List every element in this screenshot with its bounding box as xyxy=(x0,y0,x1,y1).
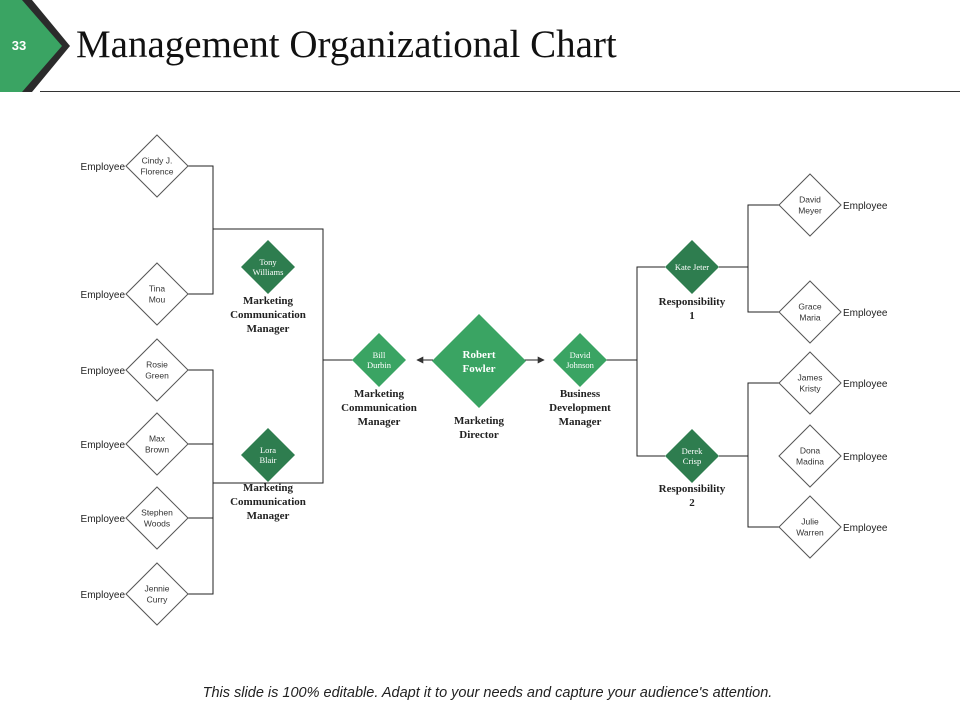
employee-node[interactable] xyxy=(125,262,189,326)
footer-note: This slide is 100% editable. Adapt it to… xyxy=(202,685,773,701)
employee-label: Employee xyxy=(843,452,888,463)
employee-node[interactable] xyxy=(778,495,842,559)
sub-manager-role: Marketing xyxy=(243,295,294,307)
employee-name: Rosie xyxy=(146,359,168,369)
employee-name: David xyxy=(799,194,821,204)
employee-name: Green xyxy=(145,370,169,380)
sub-manager-role: 2 xyxy=(689,497,695,509)
director-name: Fowler xyxy=(463,363,496,375)
employee-node[interactable] xyxy=(125,562,189,626)
manager-role: Development xyxy=(549,402,611,414)
employee-label: Employee xyxy=(81,440,126,451)
employee-label: Employee xyxy=(843,201,888,212)
manager-name: David xyxy=(570,350,592,360)
sub-manager-role: Manager xyxy=(247,510,290,522)
slide-number: 33 xyxy=(11,38,27,53)
connector-left-bracket xyxy=(213,228,324,484)
employee-label: Employee xyxy=(843,308,888,319)
employee-name: Jennie xyxy=(144,583,169,593)
sub-manager-name: Lora xyxy=(260,445,276,455)
sub-manager-role: Manager xyxy=(247,323,290,335)
sub-manager-role: Communication xyxy=(230,496,306,508)
employee-name: Kristy xyxy=(799,383,821,393)
manager-name: Durbin xyxy=(367,360,392,370)
manager-role: Manager xyxy=(358,416,401,428)
manager-role: Business xyxy=(560,388,601,400)
director-name: Robert xyxy=(463,349,496,361)
employee-name: Florence xyxy=(140,166,173,176)
employee-name: Max xyxy=(149,433,166,443)
director-node[interactable] xyxy=(432,314,526,408)
director-role: Director xyxy=(459,429,499,441)
employee-node[interactable] xyxy=(125,134,189,198)
manager-node[interactable] xyxy=(352,333,406,387)
employee-label: Employee xyxy=(81,514,126,525)
connector-tony-employees xyxy=(185,165,214,295)
connector-lora-employees xyxy=(185,369,214,595)
employee-name: Brown xyxy=(145,444,169,454)
sub-manager-role: Responsibility xyxy=(659,483,726,495)
employee-name: Madina xyxy=(796,456,824,466)
sub-manager-name: Kate Jeter xyxy=(675,262,709,272)
employee-name: Curry xyxy=(147,594,169,604)
connector-derek-employees xyxy=(747,382,779,528)
manager-node[interactable] xyxy=(553,333,607,387)
employee-node[interactable] xyxy=(778,173,842,237)
employee-name: Meyer xyxy=(798,205,822,215)
manager-name: Johnson xyxy=(566,360,595,370)
sub-manager-node[interactable] xyxy=(241,240,295,294)
employee-name: Warren xyxy=(796,527,824,537)
sub-manager-role: Responsibility xyxy=(659,296,726,308)
director-role: Marketing xyxy=(454,415,505,427)
employee-name: Cindy J. xyxy=(142,155,173,165)
employee-node[interactable] xyxy=(778,424,842,488)
employee-name: Dona xyxy=(800,445,821,455)
sub-manager-name: Blair xyxy=(260,455,277,465)
employee-name: Tina xyxy=(149,283,165,293)
connector-right-bracket xyxy=(636,266,665,457)
employee-name: James xyxy=(797,372,822,382)
employee-name: Woods xyxy=(144,518,170,528)
employee-label: Employee xyxy=(843,379,888,390)
sub-manager-role: Marketing xyxy=(243,482,294,494)
employee-name: Stephen xyxy=(141,507,173,517)
slide-number-badge xyxy=(0,0,70,92)
title-divider xyxy=(40,91,960,92)
employee-node[interactable] xyxy=(778,280,842,344)
employee-label: Employee xyxy=(843,523,888,534)
employee-node[interactable] xyxy=(125,412,189,476)
employee-node[interactable] xyxy=(125,486,189,550)
employee-name: Maria xyxy=(799,312,821,322)
sub-manager-node[interactable] xyxy=(665,240,719,294)
employee-label: Employee xyxy=(81,366,126,377)
employee-name: Mou xyxy=(149,294,166,304)
manager-role: Manager xyxy=(559,416,602,428)
employee-label: Employee xyxy=(81,290,126,301)
manager-name: Bill xyxy=(373,350,386,360)
employee-label: Employee xyxy=(81,590,126,601)
sub-manager-role: Communication xyxy=(230,309,306,321)
employee-label: Employee xyxy=(81,162,126,173)
employee-name: Julie xyxy=(801,516,819,526)
sub-manager-name: Derek xyxy=(682,446,704,456)
sub-manager-node[interactable] xyxy=(241,428,295,482)
manager-role: Communication xyxy=(341,402,417,414)
sub-manager-name: Tony xyxy=(259,257,277,267)
sub-manager-name: Crisp xyxy=(683,456,701,466)
employee-name: Grace xyxy=(798,301,821,311)
manager-role: Marketing xyxy=(354,388,405,400)
connector-kate-employees xyxy=(747,204,779,313)
page-title: Management Organizational Chart xyxy=(76,23,617,66)
employee-node[interactable] xyxy=(778,351,842,415)
sub-manager-role: 1 xyxy=(689,310,695,322)
sub-manager-name: Williams xyxy=(253,267,284,277)
employee-node[interactable] xyxy=(125,338,189,402)
sub-manager-node[interactable] xyxy=(665,429,719,483)
